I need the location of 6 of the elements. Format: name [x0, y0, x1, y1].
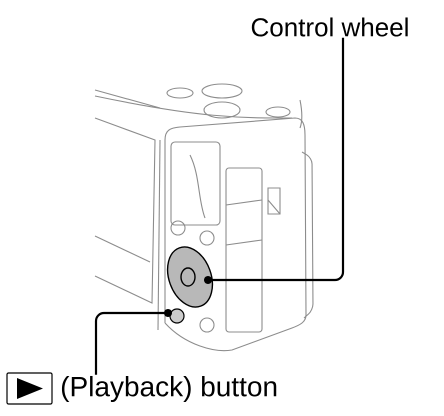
leader-line — [94, 309, 172, 375]
label: (Playback) button — [62, 376, 276, 402]
leader-line — [204, 38, 344, 284]
label: Control wheel — [252, 17, 408, 37]
control-wheel — [166, 246, 214, 308]
playback-button — [169, 308, 185, 324]
